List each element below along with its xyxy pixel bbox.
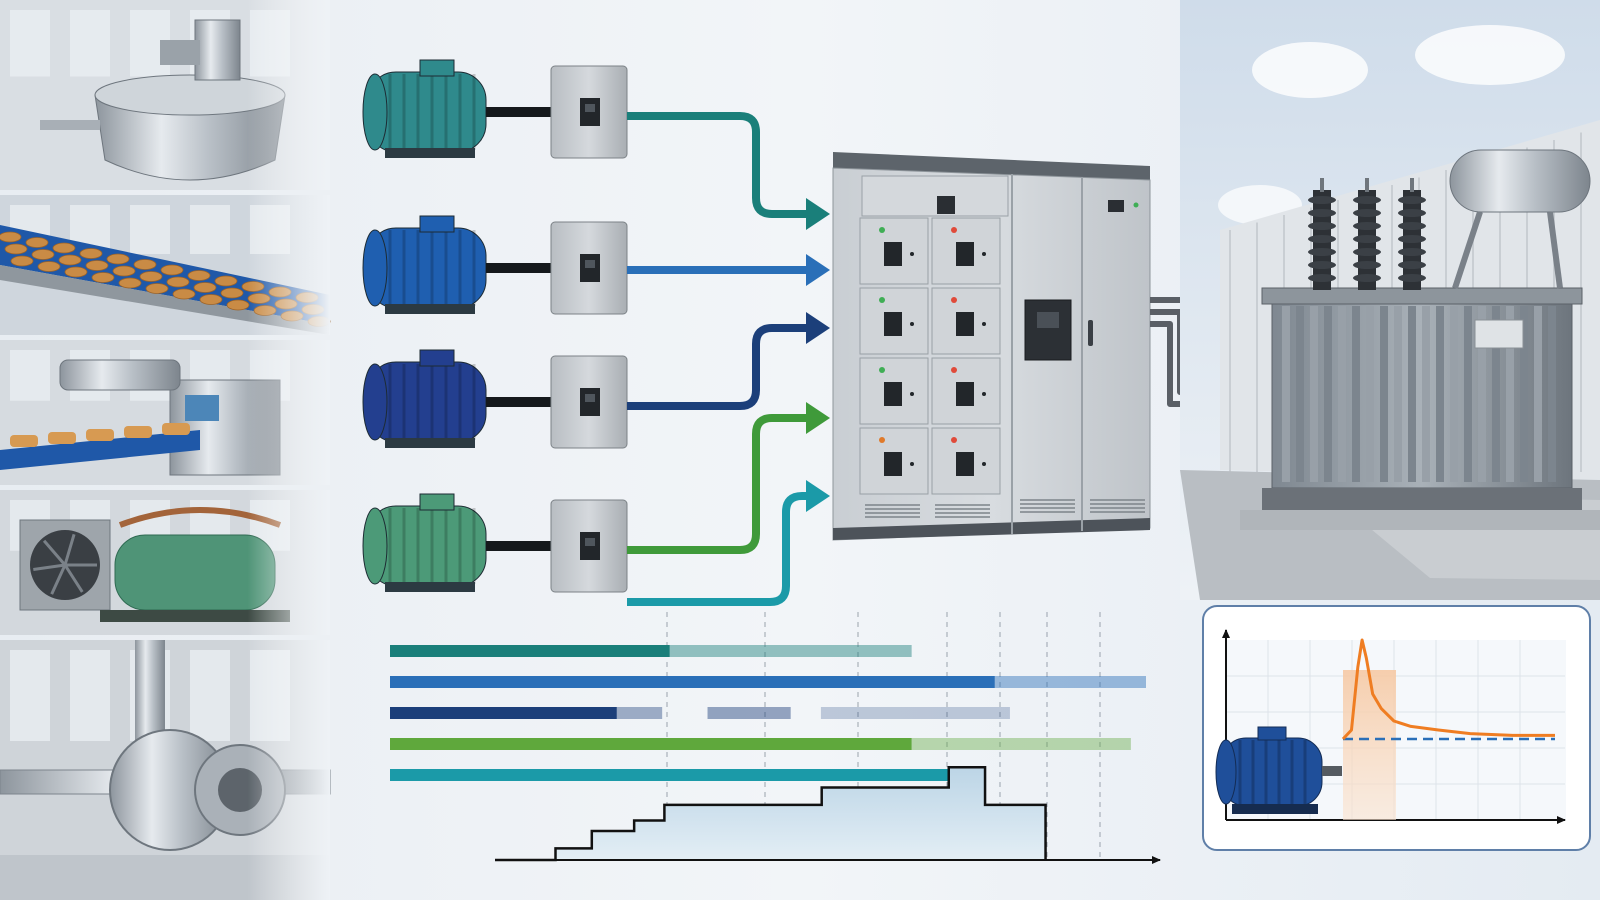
inrush-window [1343, 670, 1396, 820]
incomer-breaker-icon [937, 196, 955, 214]
bushing-icon [1308, 178, 1336, 290]
bushing-icon [1353, 178, 1381, 290]
inrush-current-chart [1202, 605, 1591, 851]
runtime-bar [707, 707, 791, 719]
refrigeration-compressor-icon [0, 490, 330, 635]
mcc-drawer [859, 357, 929, 425]
runtime-bar [616, 707, 663, 719]
mcc-drawer [931, 357, 1001, 425]
main-breaker-icon [1024, 299, 1072, 361]
aggregate-load-profile [495, 765, 1161, 864]
mcc-drawer [931, 217, 1001, 285]
bushing-icon [1398, 178, 1426, 290]
runtime-bar [390, 707, 617, 719]
meter-icon [1108, 200, 1124, 212]
conservator-tank-icon [1449, 149, 1591, 213]
feeder-arrow-2 [627, 254, 830, 286]
mcc-drawer [931, 427, 1001, 495]
motor-icon [362, 493, 551, 592]
mcc-drawer [859, 287, 929, 355]
motor-runtime-timeline [390, 612, 1146, 858]
mcc-drawer [859, 217, 929, 285]
transformer-substation-icon [1180, 0, 1600, 600]
load-area [495, 767, 1046, 860]
feeder-arrow-3 [627, 312, 830, 410]
runtime-bar [390, 738, 912, 750]
mixing-tank-icon [0, 0, 330, 190]
nameplate-icon [1474, 319, 1524, 349]
runtime-bar [994, 676, 1146, 688]
feeder-arrow-4 [627, 402, 830, 554]
runtime-bar [820, 707, 1010, 719]
feeder-arrow-1 [627, 112, 830, 230]
centrifugal-pump-icon [0, 640, 331, 900]
motor-starter-2 [362, 215, 628, 315]
starter-box-icon [550, 221, 628, 315]
starter-box-icon [550, 499, 628, 593]
mcc-drawer [931, 287, 1001, 355]
inrush-curve [1341, 638, 1555, 741]
motor-starter-column [362, 59, 628, 593]
load-line [495, 765, 1047, 862]
door-handle-icon [1088, 320, 1093, 346]
motor-icon [362, 215, 551, 314]
runtime-bar [669, 645, 912, 657]
motor-icon [1215, 726, 1342, 814]
motor-control-center-icon [832, 152, 1151, 541]
runtime-bar [911, 738, 1131, 750]
motor-icon [362, 59, 551, 158]
starter-box-icon [550, 65, 628, 159]
motor-starter-4 [362, 493, 628, 593]
motor-icon [362, 349, 551, 448]
conveyor-icon [0, 195, 331, 335]
motor-starter-1 [362, 59, 628, 159]
mcc-drawer [859, 427, 929, 495]
starter-box-icon [550, 355, 628, 449]
motor-starter-3 [362, 349, 628, 449]
runtime-bar [390, 676, 995, 688]
process-photo-column [0, 0, 331, 900]
feeder-arrow-5 [627, 480, 830, 606]
runtime-bar [390, 769, 950, 781]
runtime-bar [390, 645, 670, 657]
feeder-arrows [627, 112, 830, 606]
packaging-machine-icon [0, 340, 330, 485]
